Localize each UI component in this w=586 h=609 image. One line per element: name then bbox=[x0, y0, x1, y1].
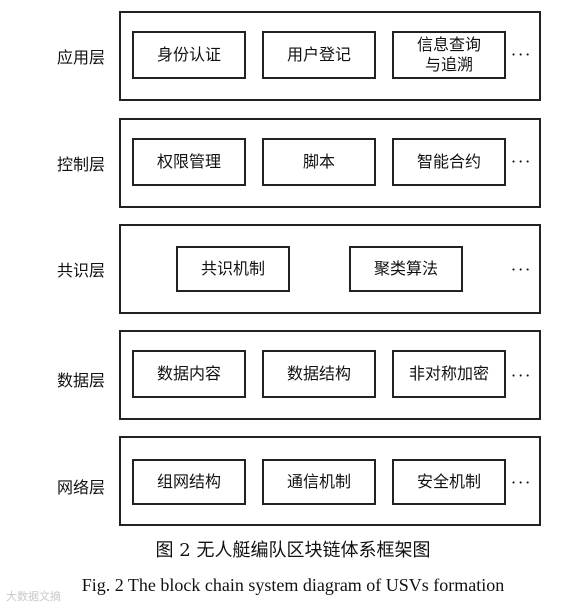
layer-box-data: 数据内容 数据结构 非对称加密 ··· bbox=[119, 330, 541, 420]
layer-label-data: 数据层 bbox=[56, 371, 105, 390]
layer-item: 数据结构 bbox=[262, 350, 376, 398]
layer-label-control: 控制层 bbox=[56, 155, 105, 174]
layer-item: 用户登记 bbox=[262, 31, 376, 79]
ellipsis: ··· bbox=[511, 260, 533, 279]
layer-item: 安全机制 bbox=[392, 459, 506, 505]
layer-item: 组网结构 bbox=[132, 459, 246, 505]
layer-label-consensus: 共识层 bbox=[56, 261, 105, 280]
layer-item: 数据内容 bbox=[132, 350, 246, 398]
layer-item: 智能合约 bbox=[392, 138, 506, 186]
layer-box-application: 身份认证 用户登记 信息查询 与追溯 ··· bbox=[119, 11, 541, 101]
layer-item: 权限管理 bbox=[132, 138, 246, 186]
ellipsis: ··· bbox=[511, 473, 533, 492]
layer-item: 脚本 bbox=[262, 138, 376, 186]
layer-item: 聚类算法 bbox=[349, 246, 463, 292]
watermark: 大数据文摘 bbox=[6, 590, 61, 603]
layer-label-network: 网络层 bbox=[56, 478, 105, 497]
layer-box-network: 组网结构 通信机制 安全机制 ··· bbox=[119, 436, 541, 526]
layer-item: 非对称加密 bbox=[392, 350, 506, 398]
ellipsis: ··· bbox=[511, 152, 533, 171]
layer-item: 身份认证 bbox=[132, 31, 246, 79]
layer-item: 共识机制 bbox=[176, 246, 290, 292]
layer-box-consensus: 共识机制 聚类算法 ··· bbox=[119, 224, 541, 314]
figure-caption-english: Fig. 2 The block chain system diagram of… bbox=[81, 575, 505, 595]
layer-label-application: 应用层 bbox=[56, 48, 105, 67]
figure-caption-chinese: 图 2 无人艇编队区块链体系框架图 bbox=[155, 540, 431, 561]
layer-item: 通信机制 bbox=[262, 459, 376, 505]
layer-item: 信息查询 与追溯 bbox=[392, 31, 506, 79]
layer-box-control: 权限管理 脚本 智能合约 ··· bbox=[119, 118, 541, 208]
ellipsis: ··· bbox=[511, 366, 533, 385]
ellipsis: ··· bbox=[511, 45, 533, 64]
